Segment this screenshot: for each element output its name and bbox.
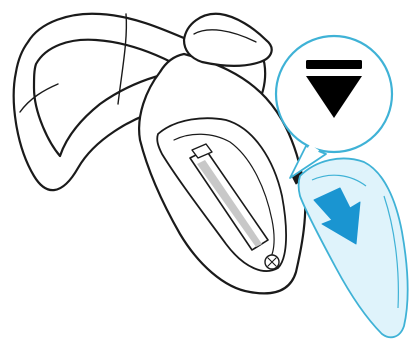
thumb-button	[184, 14, 272, 66]
controller-icon	[14, 14, 306, 294]
battery-cover	[299, 158, 408, 337]
eject-bar	[306, 60, 362, 69]
battery-cover-shape	[299, 158, 408, 337]
